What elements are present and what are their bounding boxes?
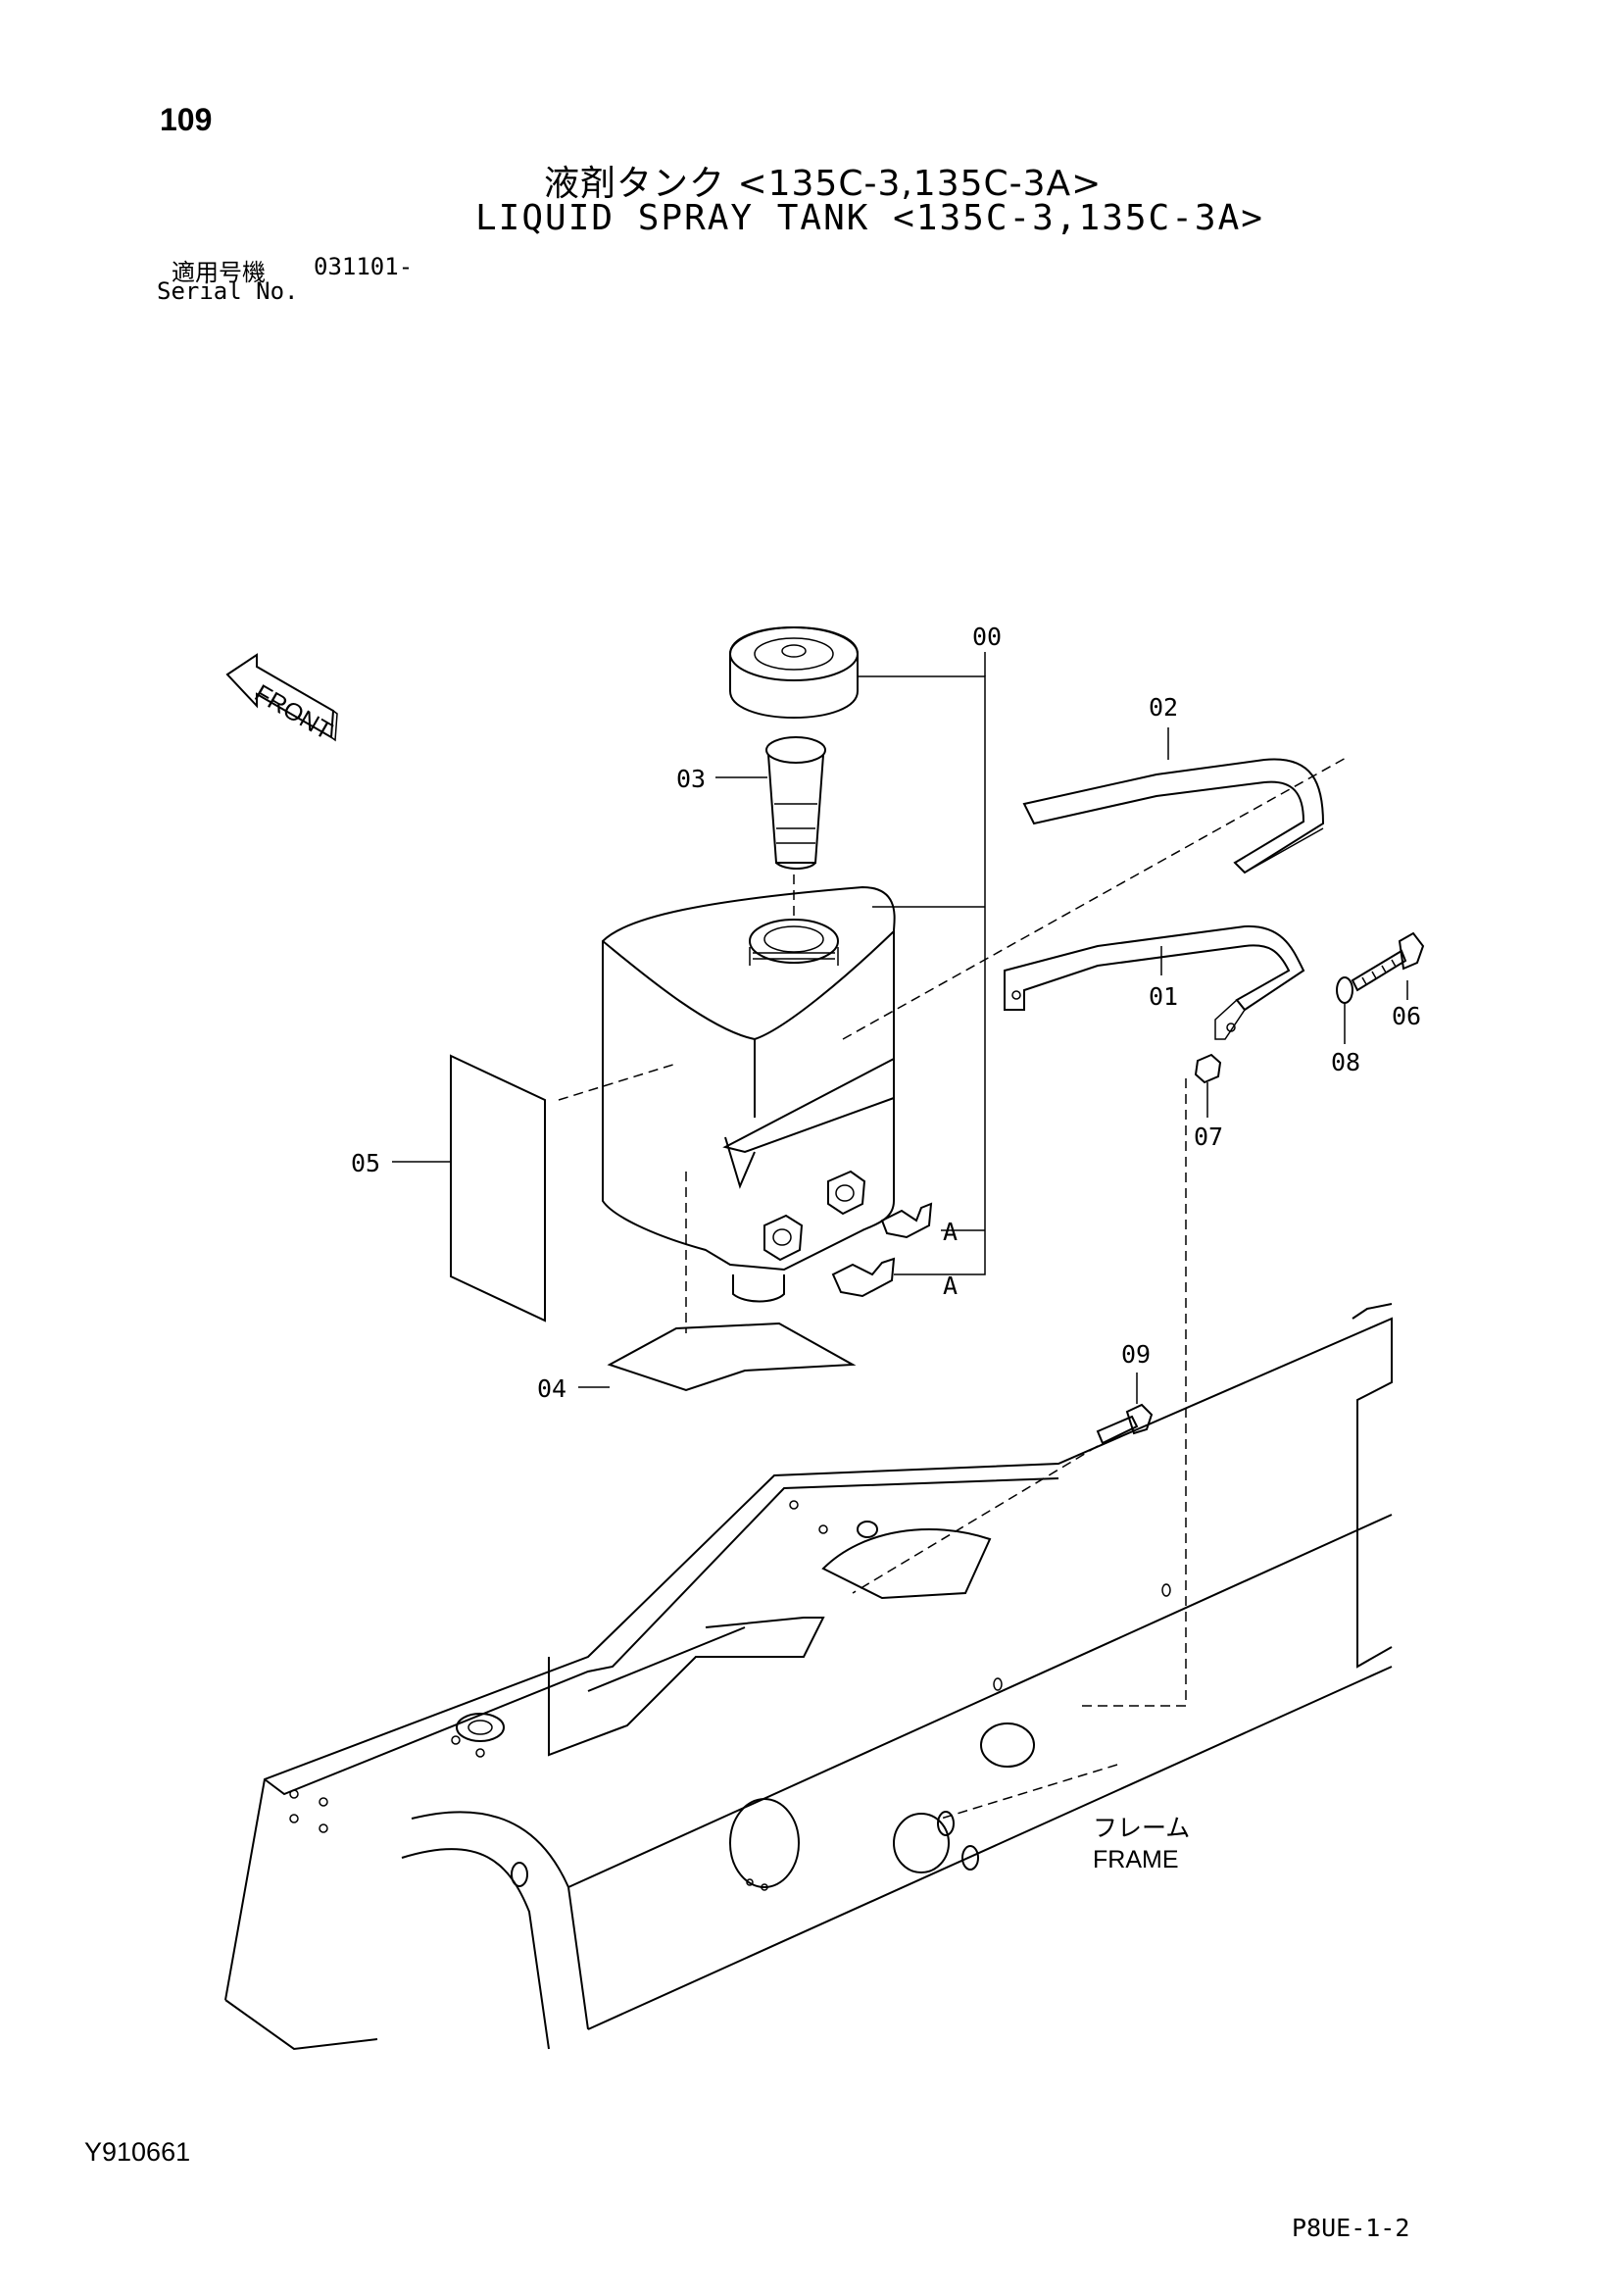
callout-04: 04 [537, 1374, 566, 1403]
serial-label-english: Serial No. [157, 277, 299, 305]
title-english: LIQUID SPRAY TANK <135C-3,135C-3A> [475, 198, 1264, 238]
front-label: FRONT [250, 679, 337, 745]
tank-cap [729, 625, 859, 720]
callout-a-lower: A [943, 1272, 958, 1300]
callout-01: 01 [1149, 982, 1178, 1011]
callout-08: 08 [1331, 1048, 1360, 1076]
assembly-guide-lines [558, 756, 1349, 1820]
bolt-09 [1096, 1403, 1154, 1445]
callout-09: 09 [1121, 1340, 1151, 1369]
nut [1194, 1053, 1222, 1084]
callout-02: 02 [1149, 693, 1178, 722]
elbow-fitting-lower [831, 1257, 896, 1298]
elbow-fitting-upper [880, 1202, 933, 1239]
band-upper [1022, 758, 1325, 874]
callout-03: 03 [676, 765, 706, 793]
document-id: Y910661 [84, 2137, 191, 2167]
serial-label-japanese: 適用号機 [172, 259, 266, 286]
title-japanese: 液剤タンク <135C-3,135C-3A> [544, 164, 1103, 204]
callout-05: 05 [351, 1149, 380, 1177]
frame-label-japanese: フレーム [1093, 1815, 1190, 1842]
machine-frame [224, 1303, 1393, 2051]
callout-00: 00 [972, 623, 1002, 651]
callout-07: 07 [1194, 1123, 1223, 1151]
tank-body [602, 885, 896, 1303]
band-lower [1004, 924, 1305, 1040]
callout-06: 06 [1392, 1002, 1421, 1030]
callout-a-upper: A [943, 1218, 958, 1246]
callout-leaders [392, 652, 1408, 1404]
front-arrow-icon: FRONT [225, 653, 338, 745]
pad-side [450, 1054, 546, 1323]
bolt [1351, 931, 1425, 992]
frame-label-english: FRAME [1093, 1846, 1179, 1873]
serial-value: 031101- [314, 253, 414, 280]
pad-bottom [607, 1322, 857, 1392]
page-number: 109 [160, 102, 213, 137]
strainer [765, 736, 826, 870]
page-reference: P8UE-1-2 [1292, 2214, 1410, 2242]
washer [1336, 976, 1353, 1004]
